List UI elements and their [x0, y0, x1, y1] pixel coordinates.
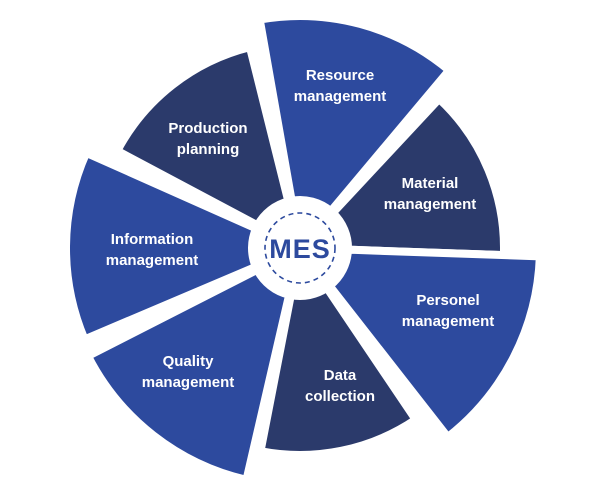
center-label: MES — [269, 234, 331, 264]
center-dashed-ring — [264, 212, 336, 284]
segment-label: Information — [111, 231, 194, 248]
segment-label: management — [402, 313, 495, 330]
segment-label: management — [294, 88, 387, 105]
segment-label: Data — [324, 367, 357, 384]
segment-label: management — [384, 196, 477, 213]
segment-label: Quality — [163, 353, 215, 370]
segment-label: collection — [305, 388, 375, 405]
segment-label: management — [142, 374, 235, 391]
segment-label: Material — [402, 175, 459, 192]
segment-label: Personel — [416, 292, 479, 309]
segment-label: Resource — [306, 67, 374, 84]
segment-label: management — [106, 252, 199, 269]
segment-label: Production — [168, 120, 247, 137]
segment-label: planning — [177, 141, 240, 158]
